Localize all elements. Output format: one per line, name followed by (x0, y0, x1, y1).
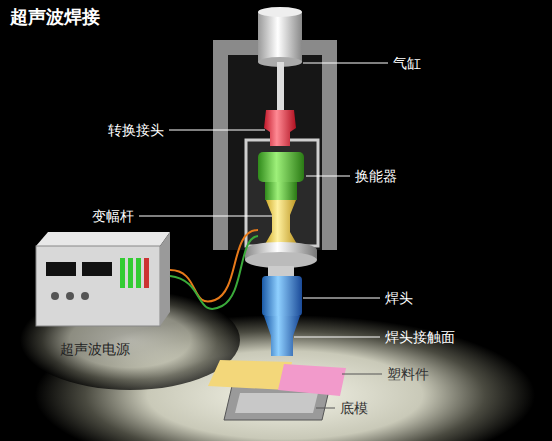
cylinder (258, 12, 302, 62)
horn (262, 276, 302, 316)
part-label: 焊头接触面 (385, 328, 455, 346)
housing (213, 40, 337, 250)
cylinder-top (258, 7, 302, 17)
leader-line (342, 374, 382, 375)
knob (66, 292, 74, 300)
knob (51, 292, 59, 300)
transducer (258, 152, 304, 182)
leader-line (294, 337, 380, 338)
part-label: 焊头 (385, 289, 413, 307)
horn-tip (264, 316, 300, 356)
adapter (264, 110, 296, 146)
part-label: 换能器 (355, 167, 397, 185)
cable (170, 236, 258, 309)
power-supply-top (36, 232, 170, 246)
meter-bar (128, 258, 133, 288)
power-supply-side (160, 232, 170, 326)
leader-line (306, 176, 350, 177)
power-supply (36, 246, 160, 326)
part-label: 气缸 (393, 54, 421, 72)
part-label: 超声波电源 (60, 340, 130, 358)
base-mold-face (235, 393, 318, 413)
housing-inner (228, 55, 322, 250)
meter-bar (120, 258, 125, 288)
knob (81, 292, 89, 300)
part-label: 底模 (340, 399, 368, 417)
part-label: 塑料件 (387, 365, 429, 383)
meter-bar (136, 258, 141, 288)
piston-rod (277, 62, 284, 110)
leader-line (303, 298, 380, 299)
leader-lines (139, 63, 388, 337)
transducer (265, 182, 297, 200)
plastic-part (278, 364, 346, 396)
leader-line (316, 408, 335, 409)
cable (170, 230, 258, 302)
leader-line (139, 216, 272, 217)
display (46, 262, 76, 276)
leader-line (169, 130, 265, 131)
booster (264, 200, 298, 246)
display (82, 262, 112, 276)
flange (245, 252, 317, 268)
flange-neck (268, 266, 294, 276)
part-label: 转换接头 (108, 121, 164, 139)
title: 超声波焊接 (10, 6, 100, 28)
meter-bar (144, 258, 149, 288)
part-label: 变幅杆 (92, 207, 134, 225)
leader-line (303, 63, 388, 64)
